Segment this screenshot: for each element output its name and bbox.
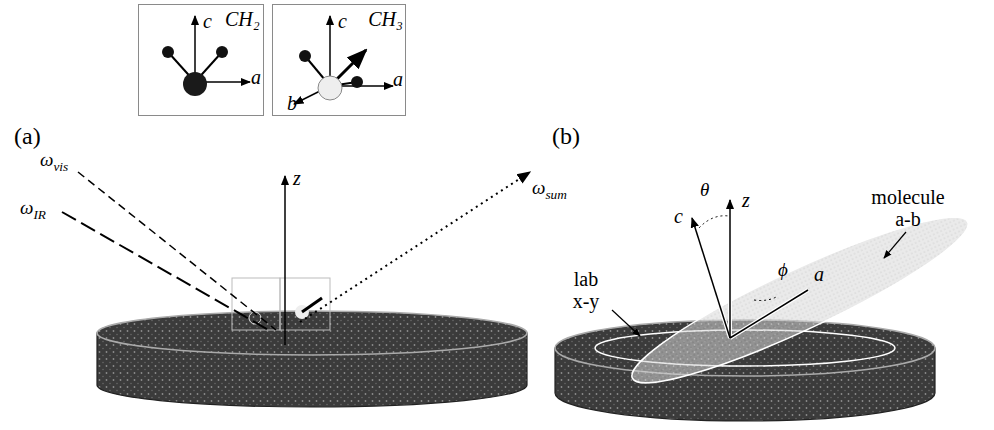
axis-label: ωvis [40,150,68,173]
axis-label: z [293,168,301,188]
axis-label: a [251,67,261,87]
axis-label: c [674,206,683,226]
plane-label: molecule a-b [868,186,948,230]
axis-label: a [814,264,824,284]
axis-label: z [742,190,750,210]
axis-label: a [393,69,403,89]
plane-label: lab x-y [566,268,606,312]
molecule-inset: c a CH₂ [138,4,264,116]
axis-label: c [338,11,347,31]
group-name: CH₃ [368,9,403,29]
panel-label: (b) [552,124,580,148]
axis-label: c [203,11,212,31]
axis-label: b [287,93,297,113]
molecule-inset: c CH₃ a b [272,4,406,116]
sample-dish-a [62,16,530,407]
group-name: CH₂ [225,9,260,29]
axis-label: ϕ [778,260,788,279]
panel-label: (a) [14,124,41,148]
axis-label: ωIR [20,198,46,221]
axis-label: ωsum [532,178,567,201]
axis-label: θ [700,180,709,199]
